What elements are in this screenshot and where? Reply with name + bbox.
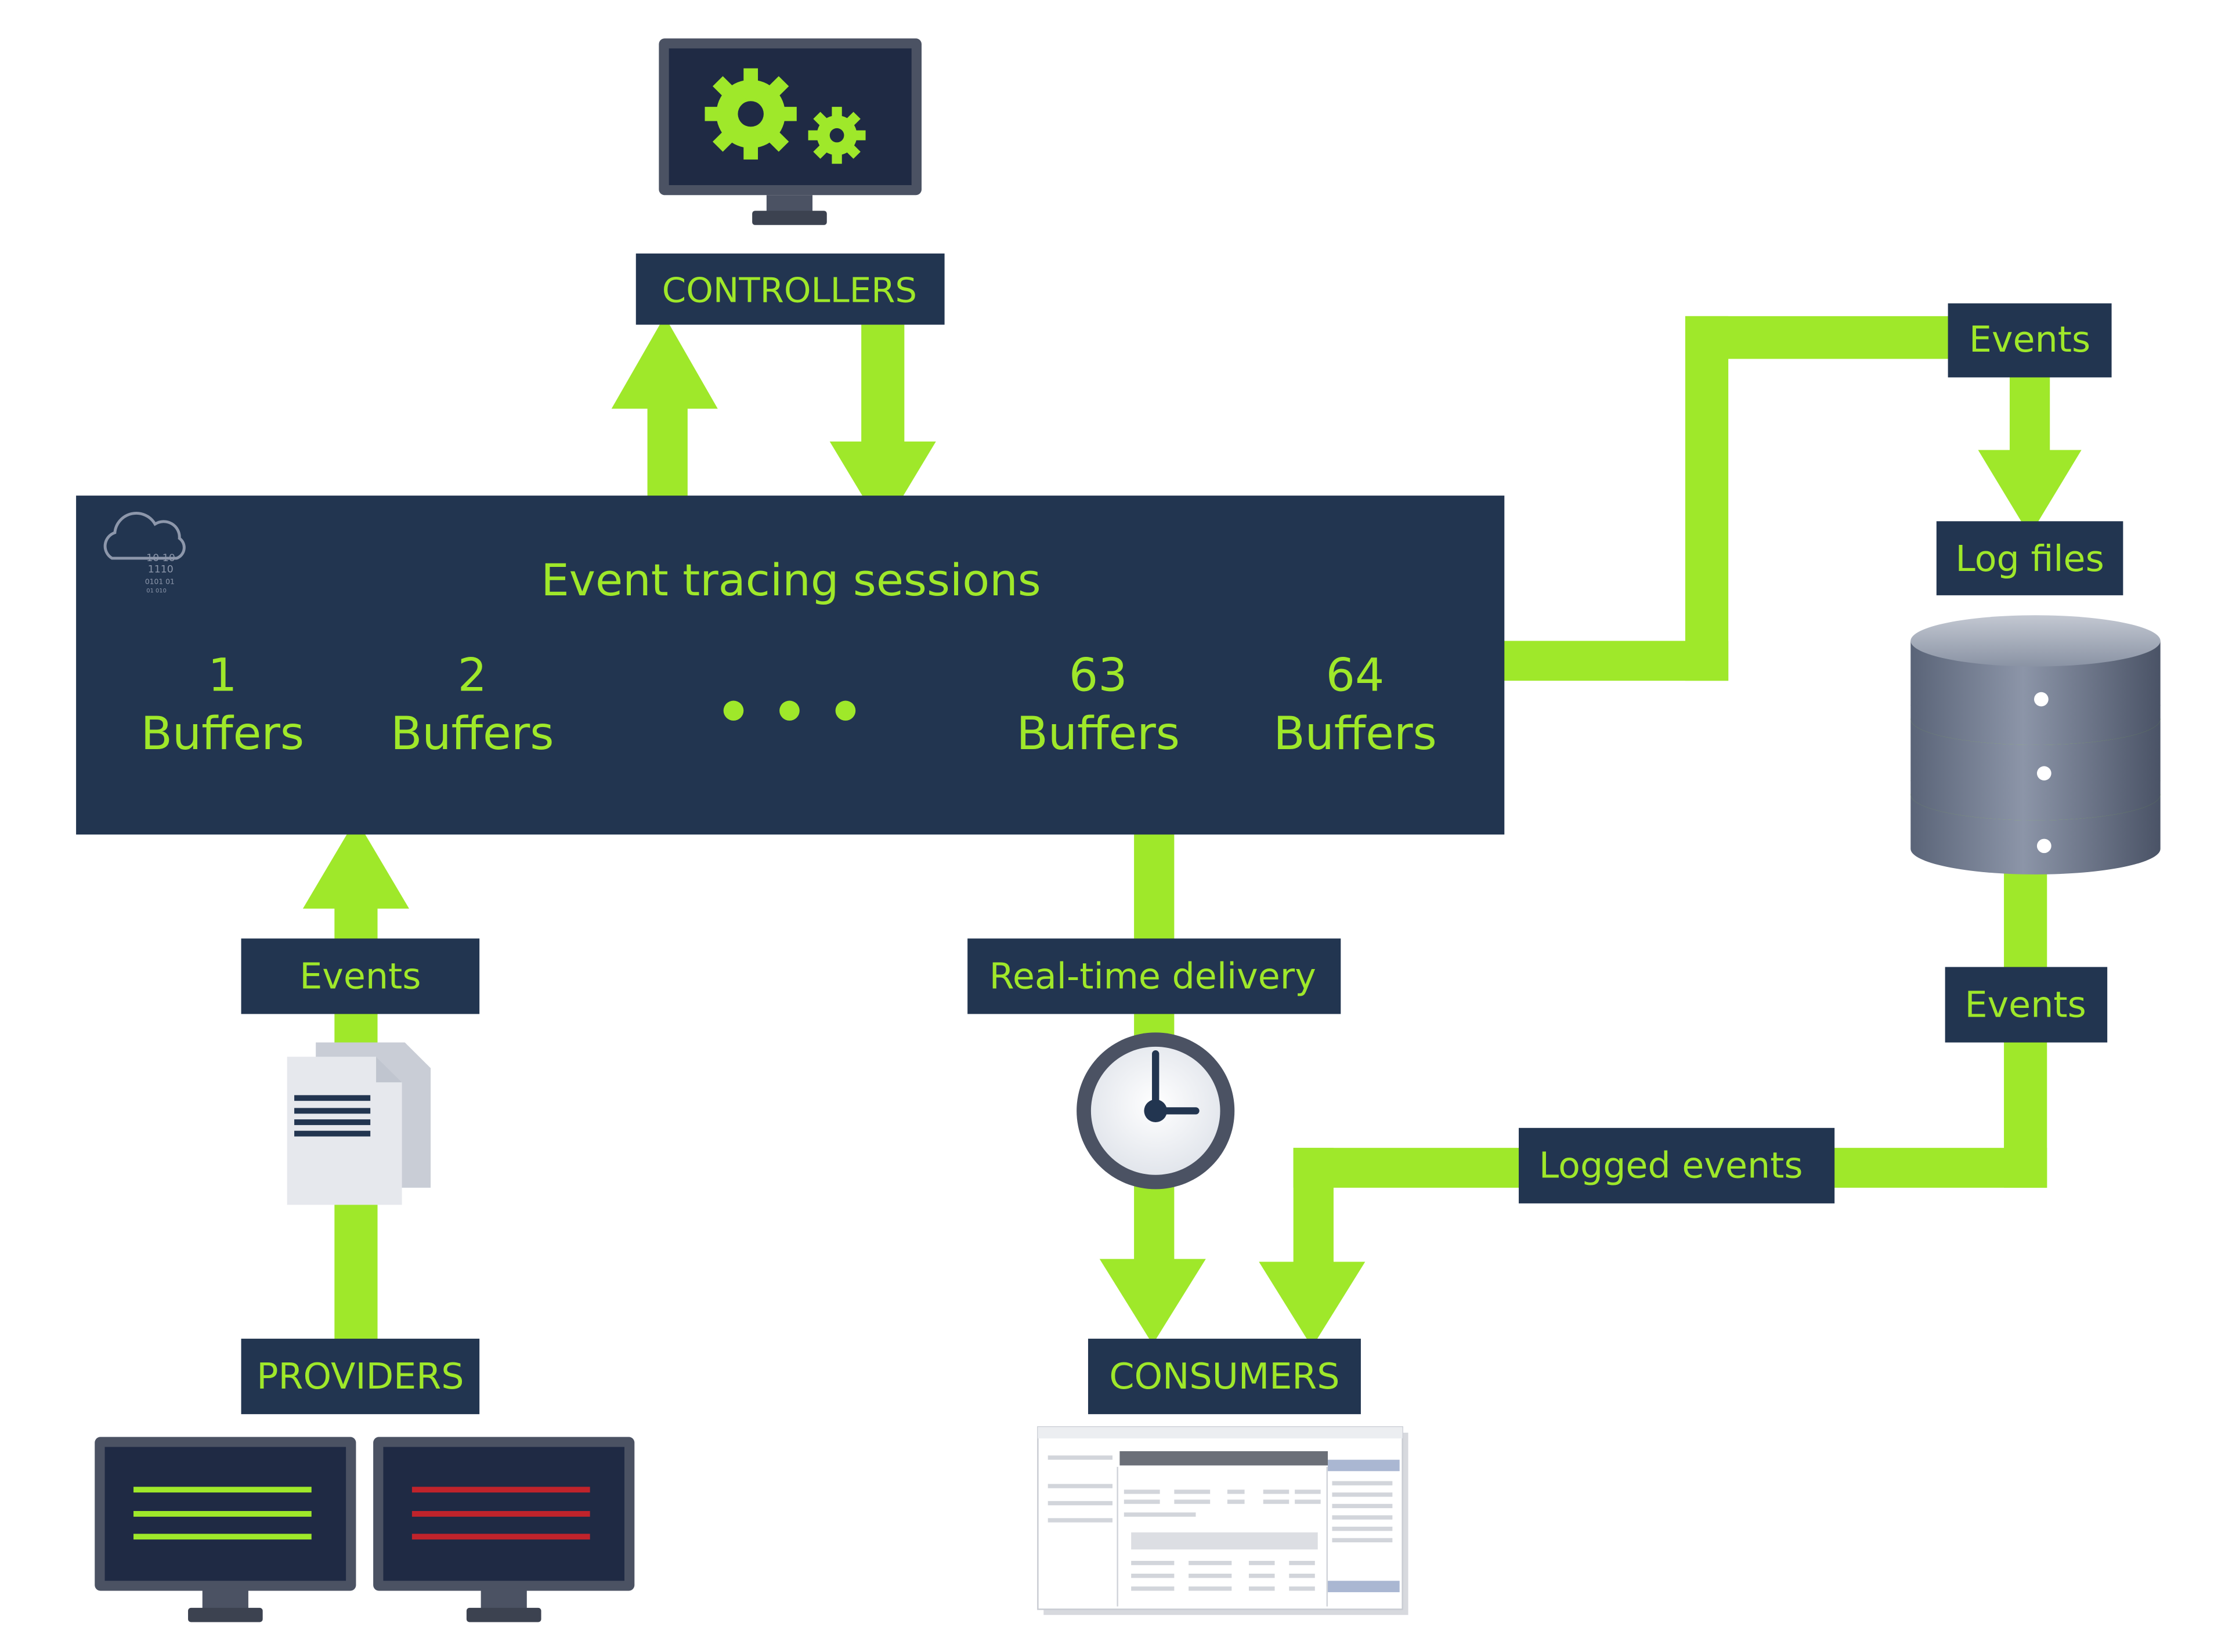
database-icon [1910,615,2161,874]
events-bottom-box: Events [1945,967,2108,1043]
events-top-label: Events [1969,319,2090,360]
cloud-data-text-1: 10 10 [146,552,175,564]
provider-path-head [302,819,409,909]
provider-monitor-red-icon [373,1437,635,1622]
buffer-63-number: 63 [1069,649,1128,702]
buffer-64-label: Buffers [1273,707,1436,760]
db-path-down-shaft [1293,1148,1334,1268]
db-path-down-head [1259,1261,1366,1347]
log-path-horizontal-high [1685,316,1958,359]
arrow-from-controllers-shaft [861,324,905,444]
arrow-to-controllers-head [611,316,718,409]
realtime-delivery-label: Real-time delivery [989,956,1316,997]
controllers-label-box: CONTROLLERS [635,253,945,325]
realtime-path-head [1099,1259,1206,1344]
cloud-data-icon: 10 10 1110 0101 01 01 010 [103,512,186,594]
cloud-data-text-3: 0101 01 [145,577,175,585]
session-title: Event tracing sessions [541,555,1041,606]
provider-monitor-green-icon [95,1437,356,1622]
arrow-from-controllers-head [829,441,936,530]
log-path-vertical [1685,316,1729,681]
buffer-2-number: 2 [458,649,487,702]
buffer-2-label: Buffers [391,707,554,760]
events-top-box: Events [1948,303,2112,378]
log-path-down-shaft [2009,373,2050,459]
controllers-monitor-icon [659,38,922,225]
arrow-to-controllers-shaft [647,406,688,499]
buffer-63-label: Buffers [1017,707,1180,760]
controllers-label: CONTROLLERS [662,270,917,310]
logged-events-box: Logged events [1519,1127,1835,1203]
providers-label: PROVIDERS [257,1355,464,1397]
log-files-label: Log files [1955,538,2104,580]
consumers-box: CONSUMERS [1088,1339,1361,1415]
providers-box: PROVIDERS [241,1339,480,1415]
gear-icon [705,68,797,160]
consumers-label: CONSUMERS [1109,1355,1339,1397]
buffer-1-label: Buffers [141,707,304,760]
events-bottom-label: Events [1965,984,2086,1026]
clock-icon [1077,1032,1235,1190]
cloud-data-text-2: 1110 [148,564,174,576]
small-gear-icon [808,107,866,164]
log-files-box: Log files [1936,521,2123,595]
events-provider-box: Events [241,938,480,1014]
event-tracing-session-box: 10 10 1110 0101 01 01 010 Event tracing … [76,496,1505,835]
buffer-64-number: 64 [1326,649,1385,702]
cloud-data-text-4: 01 010 [146,588,167,594]
app-window-icon [1037,1426,1408,1615]
events-provider-label: Events [299,956,421,997]
realtime-delivery-box: Real-time delivery [967,938,1341,1014]
documents-icon [287,1042,431,1205]
buffer-1-number: 1 [208,649,237,702]
log-path-down-head [1978,450,2082,536]
logged-events-label: Logged events [1539,1145,1803,1187]
connectors [302,316,2082,1347]
ellipsis-icon [723,700,856,721]
